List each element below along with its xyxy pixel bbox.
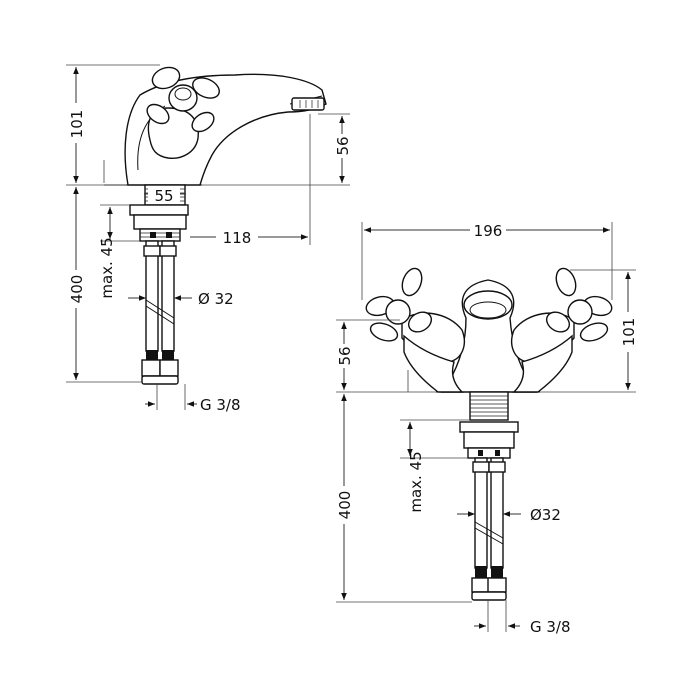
- front-dim-diameter: Ø32: [457, 506, 561, 524]
- side-dim-max45-label: max. 45: [98, 237, 116, 298]
- front-dim-56: 56: [334, 319, 436, 393]
- side-dim-118-label: 118: [223, 229, 252, 247]
- front-left-handle: [365, 267, 433, 342]
- front-dim-400: 400: [334, 394, 472, 603]
- front-shank: [459, 391, 519, 459]
- side-hoses: [141, 240, 179, 385]
- side-cross-handle: [146, 66, 220, 159]
- front-dim-56-label: 56: [336, 346, 354, 365]
- side-dim-diameter-label: Ø 32: [198, 290, 234, 308]
- front-dim-thread: G 3/8: [474, 600, 571, 636]
- side-dim-55: 55: [103, 160, 186, 205]
- front-dim-196-label: 196: [474, 222, 503, 240]
- front-dim-101: 101: [540, 269, 638, 393]
- front-dim-max45: max. 45: [400, 370, 470, 513]
- side-dim-56: 56: [202, 113, 352, 186]
- front-dim-diameter-label: Ø32: [530, 506, 561, 524]
- side-dim-400-label: 400: [68, 275, 86, 304]
- side-dim-thread: G 3/8: [145, 384, 241, 414]
- side-dim-400: 400: [66, 187, 142, 383]
- front-dim-196: 196: [361, 221, 613, 300]
- front-dim-thread-label: G 3/8: [530, 618, 571, 636]
- front-dim-400-label: 400: [336, 491, 354, 520]
- side-dim-118: 118: [190, 114, 311, 247]
- side-dim-thread-label: G 3/8: [200, 396, 241, 414]
- front-dim-max45-label: max. 45: [407, 451, 425, 512]
- front-dim-101-label: 101: [620, 318, 638, 347]
- side-dim-max45: max. 45: [98, 204, 140, 299]
- side-dim-diameter: Ø 32: [128, 290, 234, 308]
- front-faucet-body: [401, 279, 575, 393]
- front-view: 196 101 56 max. 45 400: [334, 221, 638, 636]
- front-hoses: [471, 457, 507, 601]
- front-right-handle: [545, 267, 613, 342]
- side-view: 101 56 55 118 max. 45: [66, 64, 352, 414]
- side-dim-55-label: 55: [154, 187, 173, 205]
- side-dim-56-label: 56: [334, 136, 352, 155]
- side-dim-101-label: 101: [68, 110, 86, 139]
